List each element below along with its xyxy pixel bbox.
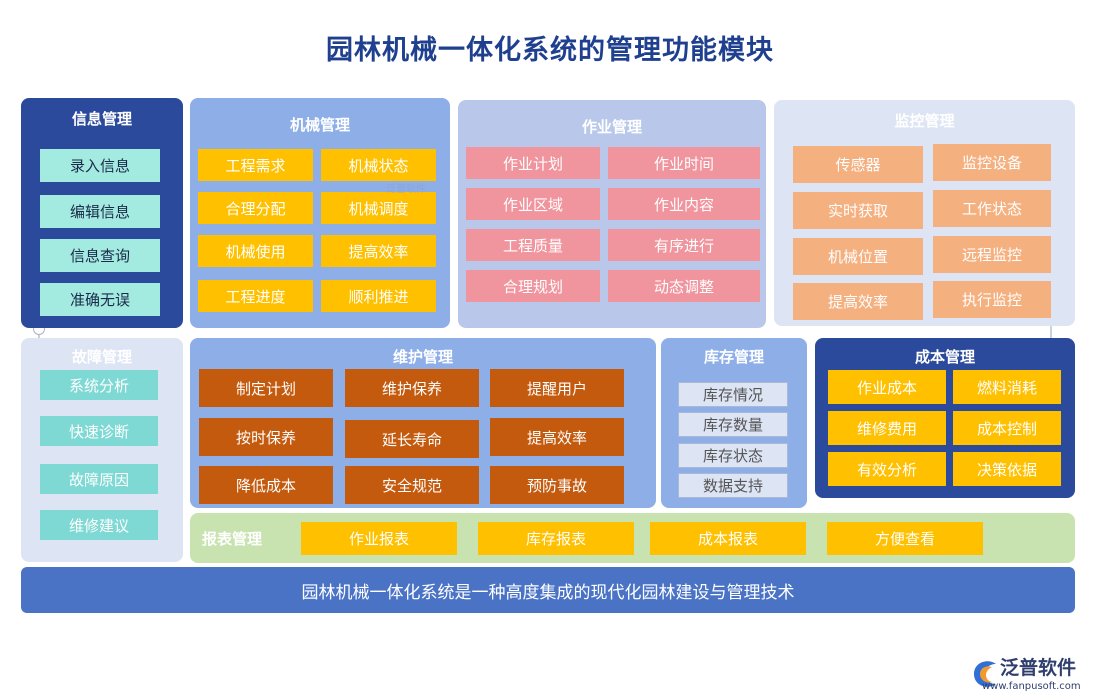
stock-item[interactable]: 库存数量 xyxy=(678,412,788,437)
machine-item[interactable]: 机械调度 xyxy=(321,192,436,224)
work-item[interactable]: 作业区域 xyxy=(466,188,600,220)
cost-item[interactable]: 成本控制 xyxy=(953,411,1061,445)
monitor-item[interactable]: 机械位置 xyxy=(793,238,923,275)
work-item[interactable]: 作业内容 xyxy=(608,188,760,220)
panel-work-title: 作业管理 xyxy=(581,118,642,136)
panel-machine-title: 机械管理 xyxy=(289,116,350,134)
machine-item[interactable]: 机械状态 xyxy=(321,149,436,181)
machine-item[interactable]: 提高效率 xyxy=(321,235,436,267)
machine-item[interactable]: 机械使用 xyxy=(198,235,313,267)
work-item[interactable]: 合理规划 xyxy=(466,270,600,302)
panel-info: 信息管理 录入信息 编辑信息 信息查询 准确无误 xyxy=(21,98,183,328)
panel-machine: 机械管理 工程需求 机械状态 合理分配 机械调度 机械使用 提高效率 工程进度 … xyxy=(190,98,450,328)
panel-maint-title: 维护管理 xyxy=(392,348,453,366)
report-item[interactable]: 方便查看 xyxy=(827,522,983,555)
cost-item[interactable]: 作业成本 xyxy=(828,370,946,404)
cost-item[interactable]: 有效分析 xyxy=(828,452,946,486)
fault-item[interactable]: 系统分析 xyxy=(40,370,158,400)
monitor-item[interactable]: 实时获取 xyxy=(793,192,923,229)
panel-cost-title: 成本管理 xyxy=(914,348,975,366)
panel-report-title: 报表管理 xyxy=(202,530,263,548)
monitor-item[interactable]: 监控设备 xyxy=(933,144,1051,181)
logo-name: 泛普软件 xyxy=(1000,657,1077,679)
report-item[interactable]: 作业报表 xyxy=(301,522,457,555)
panel-stock-title: 库存管理 xyxy=(703,348,764,366)
page-title: 园林机械一体化系统的管理功能模块 xyxy=(326,35,774,66)
panel-cost: 成本管理 作业成本 燃料消耗 维修费用 成本控制 有效分析 决策依据 xyxy=(815,338,1075,498)
maint-item[interactable]: 预防事故 xyxy=(490,466,624,504)
maint-item[interactable]: 安全规范 xyxy=(345,466,479,504)
info-item[interactable]: 编辑信息 xyxy=(40,195,160,228)
panel-monitor: 监控管理 传感器 监控设备 实时获取 工作状态 机械位置 远程监控 提高效率 执… xyxy=(774,100,1075,326)
monitor-item[interactable]: 远程监控 xyxy=(933,236,1051,273)
monitor-item[interactable]: 执行监控 xyxy=(933,281,1051,318)
fault-item[interactable]: 故障原因 xyxy=(40,464,158,494)
panel-info-title: 信息管理 xyxy=(71,110,132,128)
maint-item[interactable]: 制定计划 xyxy=(199,369,333,407)
info-item[interactable]: 信息查询 xyxy=(40,239,160,272)
maint-item[interactable]: 维护保养 xyxy=(345,369,479,407)
info-item[interactable]: 准确无误 xyxy=(40,283,160,316)
panel-fault: 故障管理 系统分析 快速诊断 故障原因 维修建议 xyxy=(21,338,183,562)
cost-item[interactable]: 决策依据 xyxy=(953,452,1061,486)
machine-item[interactable]: 顺利推进 xyxy=(321,280,436,312)
work-item[interactable]: 工程质量 xyxy=(466,229,600,261)
logo-url: www.fanpusoft.com xyxy=(982,681,1081,692)
work-item[interactable]: 作业时间 xyxy=(608,147,760,179)
work-item[interactable]: 有序进行 xyxy=(608,229,760,261)
monitor-item[interactable]: 传感器 xyxy=(793,146,923,183)
panel-maint: 维护管理 制定计划 维护保养 提醒用户 按时保养 延长寿命 提高效率 降低成本 … xyxy=(190,338,656,508)
cost-item[interactable]: 燃料消耗 xyxy=(953,370,1061,404)
fault-item[interactable]: 维修建议 xyxy=(40,510,158,540)
machine-item[interactable]: 工程进度 xyxy=(198,280,313,312)
work-item[interactable]: 作业计划 xyxy=(466,147,600,179)
work-item[interactable]: 动态调整 xyxy=(608,270,760,302)
monitor-item[interactable]: 工作状态 xyxy=(933,190,1051,227)
watermark: 泛普软件 xyxy=(386,184,426,195)
maint-item[interactable]: 按时保养 xyxy=(199,418,333,456)
panel-monitor-title: 监控管理 xyxy=(894,112,955,130)
stock-item[interactable]: 库存情况 xyxy=(678,382,788,407)
panel-stock: 库存管理 库存情况 库存数量 库存状态 数据支持 xyxy=(661,338,807,508)
cost-item[interactable]: 维修费用 xyxy=(828,411,946,445)
maint-item[interactable]: 延长寿命 xyxy=(345,420,479,458)
report-item[interactable]: 库存报表 xyxy=(478,522,634,555)
connector-line-right xyxy=(1050,326,1052,348)
panel-work: 作业管理 作业计划 作业时间 作业区域 作业内容 工程质量 有序进行 合理规划 … xyxy=(458,100,766,328)
footer-banner: 园林机械一体化系统是一种高度集成的现代化园林建设与管理技术 xyxy=(21,567,1075,613)
stock-item[interactable]: 库存状态 xyxy=(678,443,788,468)
machine-item[interactable]: 工程需求 xyxy=(198,149,313,181)
stock-item[interactable]: 数据支持 xyxy=(678,473,788,498)
logo-icon xyxy=(974,661,996,687)
report-item[interactable]: 成本报表 xyxy=(650,522,806,555)
info-item[interactable]: 录入信息 xyxy=(40,149,160,182)
panel-report: 报表管理 作业报表 库存报表 成本报表 方便查看 xyxy=(190,513,1075,563)
monitor-item[interactable]: 提高效率 xyxy=(793,283,923,320)
fault-item[interactable]: 快速诊断 xyxy=(40,416,158,446)
maint-item[interactable]: 降低成本 xyxy=(199,466,333,504)
panel-fault-title: 故障管理 xyxy=(71,348,132,366)
maint-item[interactable]: 提醒用户 xyxy=(490,369,624,407)
maint-item[interactable]: 提高效率 xyxy=(490,418,624,456)
machine-item[interactable]: 合理分配 xyxy=(198,192,313,224)
